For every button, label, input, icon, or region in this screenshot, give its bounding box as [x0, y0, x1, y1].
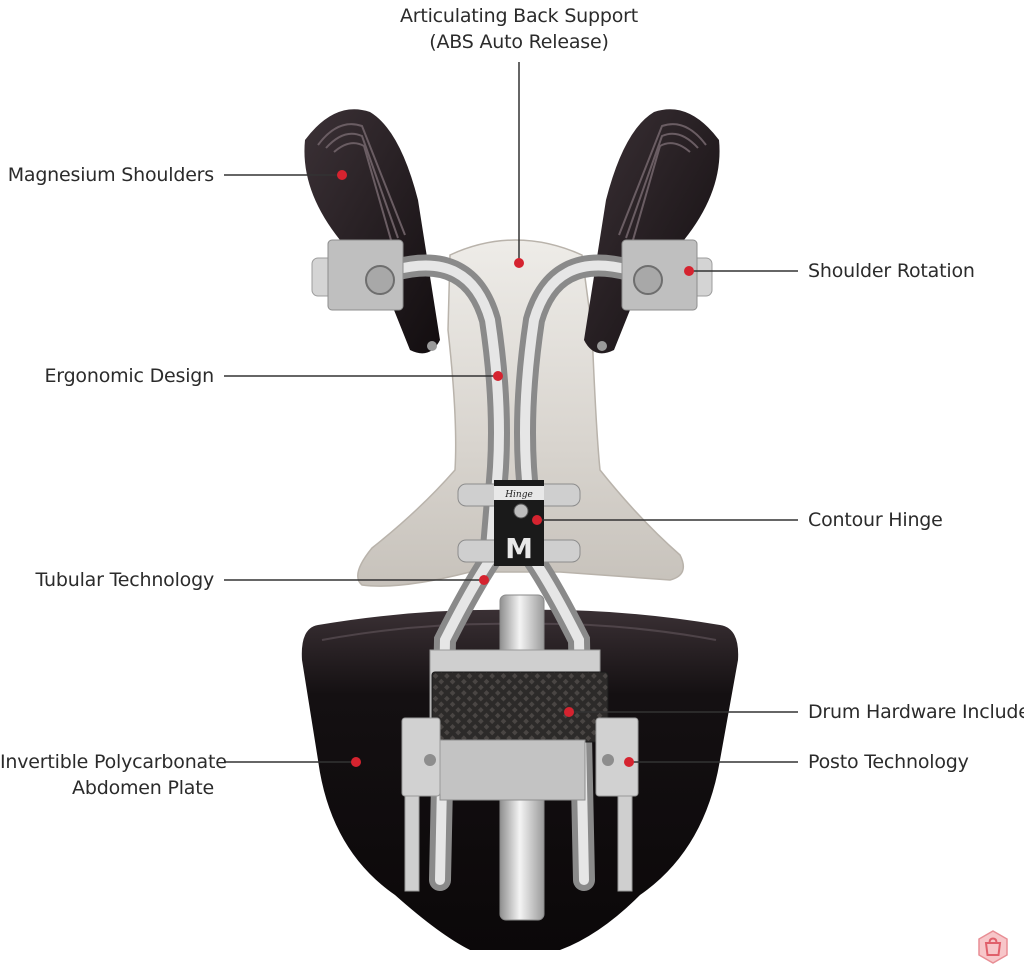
drum-hardware — [429, 594, 609, 921]
marker-posto-technology — [624, 757, 634, 767]
tubular-frame — [384, 254, 640, 891]
callout-back-support-line2: (ABS Auto Release) — [429, 31, 609, 53]
marker-abdomen-plate — [351, 757, 361, 767]
callout-drum-hardware: Drum Hardware Included — [808, 699, 1024, 725]
marker-ergonomic-design — [493, 371, 503, 381]
callout-drum-hardware-text: Drum Hardware Included — [808, 701, 1024, 723]
callout-tubular-technology: Tubular Technology — [4, 567, 215, 593]
posto-technology-clamps — [401, 717, 639, 892]
marker-back-support — [514, 258, 524, 268]
marker-contour-hinge — [532, 515, 542, 525]
callout-shoulder-rotation: Shoulder Rotation — [808, 258, 975, 284]
callout-posto-technology-text: Posto Technology — [808, 751, 969, 773]
callout-magnesium-shoulders-text: Magnesium Shoulders — [7, 164, 215, 186]
callout-contour-hinge: Contour Hinge — [808, 507, 943, 533]
callout-tubular-technology-text: Tubular Technology — [35, 569, 215, 591]
callout-abdomen-plate-line1: Invertible Polycarbonate — [0, 751, 227, 773]
callout-back-support-line1: Articulating Back Support — [399, 5, 639, 27]
callout-abdomen-plate: Invertible Polycarbonate Abdomen Plate — [0, 749, 227, 801]
callout-magnesium-shoulders: Magnesium Shoulders — [4, 162, 215, 188]
callout-ergonomic-design-text: Ergonomic Design — [44, 365, 214, 387]
callout-abdomen-plate-line2: Abdomen Plate — [72, 777, 214, 799]
hinge-letter: M — [505, 532, 533, 565]
marker-shoulder-rotation — [684, 266, 694, 276]
callout-back-support: Articulating Back Support (ABS Auto Rele… — [389, 3, 649, 55]
magnesium-shoulders — [304, 109, 720, 354]
marker-magnesium-shoulders — [337, 170, 347, 180]
callout-leaders — [224, 62, 798, 763]
hinge-badge-text: Hinge — [504, 490, 533, 500]
callout-contour-hinge-text: Contour Hinge — [808, 509, 943, 531]
callout-posto-technology: Posto Technology — [808, 749, 969, 775]
callout-markers — [337, 170, 694, 767]
callout-shoulder-rotation-text: Shoulder Rotation — [808, 260, 975, 282]
marker-drum-hardware — [564, 707, 574, 717]
shopping-bag-icon — [978, 930, 1008, 964]
contour-hinge: Hinge M — [457, 480, 581, 566]
callout-ergonomic-design: Ergonomic Design — [4, 363, 214, 389]
marker-tubular-technology — [479, 575, 489, 585]
